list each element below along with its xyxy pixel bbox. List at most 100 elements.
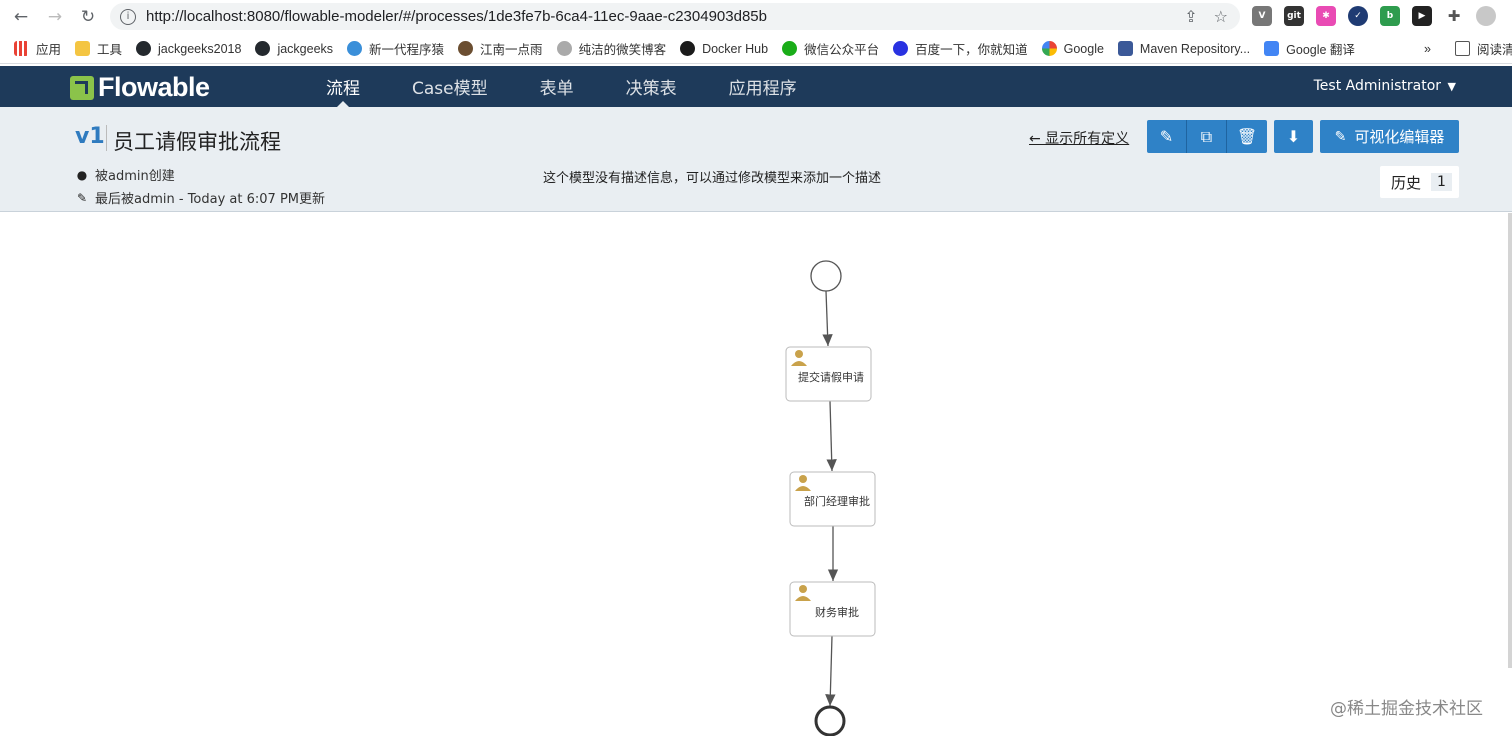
user-icon xyxy=(795,585,811,601)
task-label: 部门经理审批 xyxy=(804,494,870,508)
history-count-badge: 1 xyxy=(1431,173,1452,191)
puzzle-icon[interactable]: ✚ xyxy=(1444,6,1464,26)
url-text[interactable]: http://localhost:8080/flowable-modeler/#… xyxy=(146,8,767,25)
bookmark-label: Docker Hub xyxy=(702,41,769,56)
reading-list-label: 阅读清 xyxy=(1477,43,1512,57)
visual-editor-button[interactable]: ✎ 可视化编辑器 xyxy=(1320,120,1459,153)
user-menu[interactable]: Test Administrator ▼ xyxy=(1314,78,1456,94)
bookmark-google[interactable]: Google xyxy=(1041,41,1104,56)
bookmark-google-translate[interactable]: Google 翻译 xyxy=(1264,39,1355,58)
page-title: 员工请假审批流程 xyxy=(113,130,281,154)
download-icon: ⬇ xyxy=(1286,127,1301,146)
sequence-flow[interactable] xyxy=(826,400,837,472)
duplicate-model-button[interactable]: ⧉ xyxy=(1187,120,1227,153)
watermark: @稀土掘金技术社区 xyxy=(1330,699,1483,719)
bookmark-label: 百度一下，你就知道 xyxy=(915,43,1028,57)
bookmark-label: Maven Repository... xyxy=(1139,41,1251,56)
apps-grid-icon xyxy=(14,41,29,56)
flowable-logo[interactable]: Flowable xyxy=(70,72,210,103)
nav-processes[interactable]: 流程 xyxy=(300,66,386,108)
github-icon xyxy=(136,41,152,56)
google-icon xyxy=(1041,41,1057,56)
bookmark-label: 纯洁的微笑博客 xyxy=(578,43,667,57)
start-event[interactable] xyxy=(810,260,842,292)
bookmark-label: 应用 xyxy=(36,43,62,57)
check-extension-icon[interactable]: ✓ xyxy=(1348,6,1368,26)
bookmark-wechat[interactable]: 微信公众平台 xyxy=(782,39,879,58)
leaf-extension-icon[interactable]: b xyxy=(1380,6,1400,26)
model-description: 这个模型没有描述信息，可以通过修改模型来添加一个描述 xyxy=(543,171,882,186)
bookmark-jackgeeks2018[interactable]: jackgeeks2018 xyxy=(136,41,241,56)
created-by-text: 被admin创建 xyxy=(95,169,175,184)
show-all-definitions-link[interactable]: ← 显示所有定义 xyxy=(1029,131,1130,147)
sequence-flow[interactable] xyxy=(825,635,836,707)
bookmark-ityouknow[interactable]: 纯洁的微笑博客 xyxy=(556,39,667,58)
main-nav: 流程 Case模型 表单 决策表 应用程序 xyxy=(300,66,823,108)
sequence-flow[interactable] xyxy=(822,290,833,347)
user-task-manager[interactable]: 部门经理审批 xyxy=(789,471,876,527)
history-button[interactable]: 历史 1 xyxy=(1380,166,1459,198)
user-task-finance[interactable]: 财务审批 xyxy=(789,581,876,637)
version-label: v1 xyxy=(75,124,105,149)
user-icon xyxy=(791,350,807,366)
updated-by-text: 最后被admin - Today at 6:07 PM更新 xyxy=(95,192,325,207)
divider xyxy=(106,125,107,151)
trash-icon: 🗑 xyxy=(1236,127,1258,146)
end-event[interactable] xyxy=(814,705,846,736)
pencil-icon: ✎ xyxy=(76,190,88,205)
maven-icon xyxy=(1117,41,1133,56)
nav-case-models[interactable]: Case模型 xyxy=(412,79,488,99)
bookmark-star-icon[interactable]: ☆ xyxy=(1213,7,1228,26)
updated-by: ✎ 最后被admin - Today at 6:07 PM更新 xyxy=(75,188,325,208)
reload-icon[interactable]: ↻ xyxy=(80,7,96,27)
bookmark-jackgeeks[interactable]: jackgeeks xyxy=(255,41,333,56)
scrollbar[interactable] xyxy=(1508,213,1512,668)
profile-avatar[interactable] xyxy=(1476,6,1496,26)
bookmark-label: Google 翻译 xyxy=(1286,43,1355,57)
vue-devtools-icon[interactable]: V xyxy=(1252,6,1272,26)
export-model-button[interactable]: ⬇ xyxy=(1274,120,1313,153)
bookmark-docker-hub[interactable]: Docker Hub xyxy=(680,41,768,56)
user-icon: ● xyxy=(76,167,88,182)
terminal-extension-icon[interactable]: ▶ xyxy=(1412,6,1432,26)
bookmarks-bar: 应用 工具 jackgeeks2018 jackgeeks 新一代程序猿 江南一… xyxy=(0,34,1512,64)
task-label: 提交请假申请 xyxy=(798,370,864,384)
bookmark-new-coder[interactable]: 新一代程序猿 xyxy=(347,39,444,58)
model-details-header: v1 员工请假审批流程 ● 被admin创建 ✎ 最后被admin - Toda… xyxy=(0,107,1512,212)
delete-model-button[interactable]: 🗑 xyxy=(1227,120,1267,153)
bookmark-label: 江南一点雨 xyxy=(480,43,543,57)
bookmark-label: 新一代程序猿 xyxy=(369,43,445,57)
process-diagram: 提交请假申请 部门经理审批 财务审批 xyxy=(785,260,876,736)
nav-apps[interactable]: 应用程序 xyxy=(728,79,797,99)
reading-list-icon xyxy=(1455,41,1470,56)
git-zip-icon[interactable]: git xyxy=(1284,6,1304,26)
reading-list[interactable]: 阅读清 xyxy=(1455,39,1512,58)
nav-forms[interactable]: 表单 xyxy=(539,79,574,99)
site-info-icon[interactable]: i xyxy=(120,8,136,25)
address-bar[interactable]: i http://localhost:8080/flowable-modeler… xyxy=(110,3,1240,30)
extensions-bar: V git ✱ ✓ b ▶ ✚ xyxy=(1252,6,1496,26)
bookmark-label: 微信公众平台 xyxy=(804,43,880,57)
bookmark-jiangnan[interactable]: 江南一点雨 xyxy=(458,39,543,58)
back-icon[interactable]: ← xyxy=(13,7,29,27)
pencil-icon: ✎ xyxy=(1159,127,1174,146)
nav-decision-tables[interactable]: 决策表 xyxy=(625,79,677,99)
user-task-submit[interactable]: 提交请假申请 xyxy=(785,346,872,402)
translate-icon xyxy=(1264,41,1280,56)
task-label: 财务审批 xyxy=(815,605,859,619)
app-header: Flowable 流程 Case模型 表单 决策表 应用程序 Test Admi… xyxy=(0,66,1512,108)
bookmark-tools[interactable]: 工具 xyxy=(75,39,122,58)
bookmark-label: 工具 xyxy=(97,43,123,57)
user-name: Test Administrator xyxy=(1313,78,1442,94)
bookmark-baidu[interactable]: 百度一下，你就知道 xyxy=(893,39,1028,58)
more-bookmarks-button[interactable]: » xyxy=(1424,42,1431,56)
more-chevron-icon: » xyxy=(1424,41,1431,56)
bookmark-label: Google xyxy=(1063,41,1104,56)
logo-text: Flowable xyxy=(98,72,210,102)
edit-model-button[interactable]: ✎ xyxy=(1147,120,1187,153)
forward-icon[interactable]: → xyxy=(47,7,63,27)
color-extension-icon[interactable]: ✱ xyxy=(1316,6,1336,26)
share-icon[interactable]: ⇪ xyxy=(1184,7,1198,26)
bookmark-apps[interactable]: 应用 xyxy=(14,39,61,58)
bookmark-maven[interactable]: Maven Repository... xyxy=(1117,41,1251,56)
